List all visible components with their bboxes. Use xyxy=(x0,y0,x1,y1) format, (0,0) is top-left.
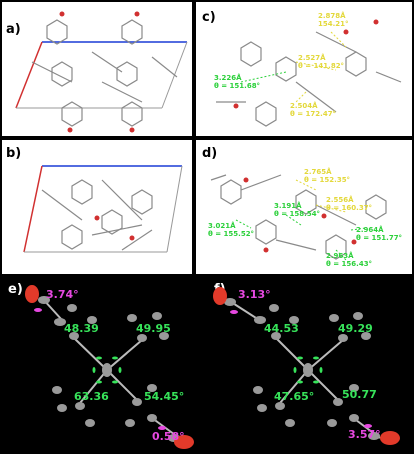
panel-e-label: e) xyxy=(8,282,23,297)
hbond-network-c xyxy=(216,19,402,127)
panel-a: a) xyxy=(2,2,192,136)
crystal-packing-a xyxy=(15,11,188,133)
panel-c-label: c) xyxy=(202,10,216,25)
angle-e-2: 49.95 xyxy=(136,322,171,335)
angle-e-1: 48.39 xyxy=(64,322,99,335)
hbond-network-d xyxy=(210,174,387,261)
panel-d-label: d) xyxy=(202,146,218,161)
panel-b: b) xyxy=(2,140,192,274)
angle-f-1: 44.53 xyxy=(264,322,299,335)
angle-f-3: 47.65° xyxy=(274,390,315,403)
torsion-f-top: 3.13° xyxy=(238,288,271,301)
angle-e-4: 54.45° xyxy=(144,390,185,403)
panel-a-label: a) xyxy=(6,22,21,37)
molecule-ellipsoid-f xyxy=(213,287,400,445)
torsion-e-top: 3.74° xyxy=(46,288,79,301)
molecule-ellipsoid-e xyxy=(25,285,194,449)
panel-f: f) 3.13° 44.53 xyxy=(208,278,412,452)
crystal-packing-b xyxy=(23,165,183,253)
panel-e: e) 3.74° 48.39 xyxy=(2,278,206,452)
angle-f-4: 50.77 xyxy=(342,388,377,401)
angle-e-3: 63.36 xyxy=(74,390,109,403)
angle-f-2: 49.29 xyxy=(338,322,373,335)
panel-b-label: b) xyxy=(6,146,22,161)
torsion-f-bottom: 3.57° xyxy=(348,428,381,441)
torsion-e-bottom: 0.58° xyxy=(152,430,185,443)
